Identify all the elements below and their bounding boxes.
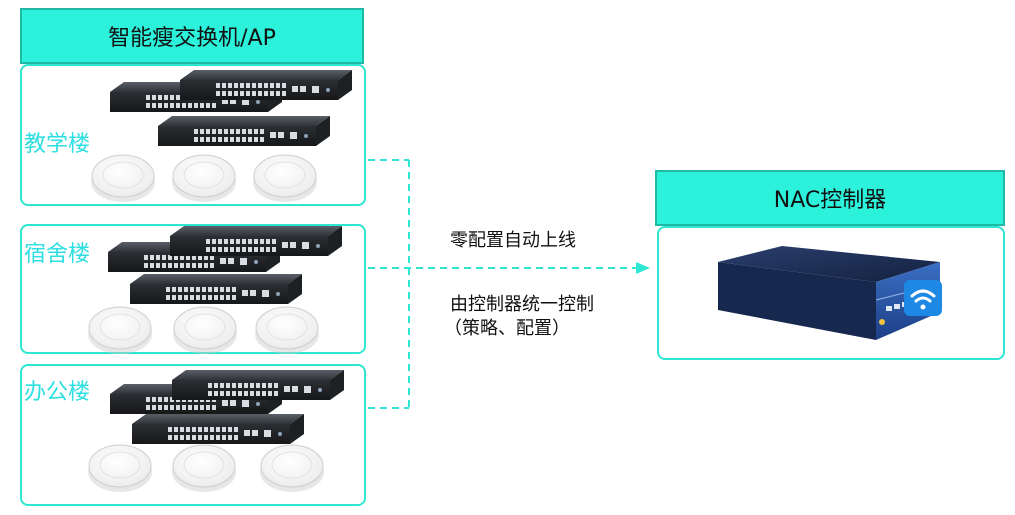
caption-unified-control: 由控制器统一控制 <box>450 294 594 315</box>
connector-arrowhead <box>636 262 650 274</box>
wifi-icon <box>904 280 942 316</box>
right-header-title: NAC控制器 <box>773 188 887 213</box>
right-header: NAC控制器 <box>655 170 1005 226</box>
building-label-office: 办公楼 <box>24 380 91 405</box>
building-label-teaching: 教学楼 <box>24 132 91 157</box>
connector-lines <box>368 159 638 409</box>
left-header: 智能瘦交换机/AP <box>20 8 364 64</box>
caption-zero-config: 零配置自动上线 <box>450 230 576 251</box>
left-header-title: 智能瘦交换机/AP <box>108 26 276 51</box>
building-label-dorm: 宿舍楼 <box>24 242 91 267</box>
caption-policy-config: （策略、配置） <box>444 318 570 339</box>
